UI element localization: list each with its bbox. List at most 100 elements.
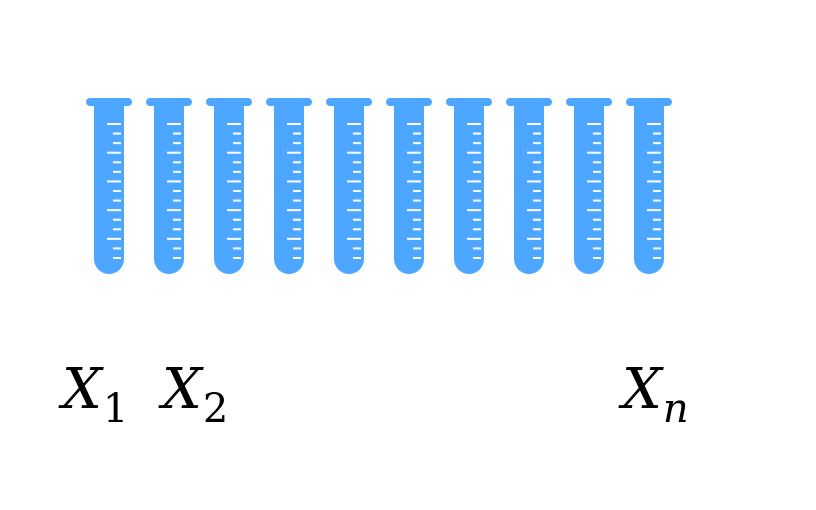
tube-tick [473, 161, 481, 164]
tube-tick [593, 257, 601, 259]
tube-tick [473, 247, 481, 250]
tube-tick [227, 237, 241, 240]
tube-body [454, 104, 484, 274]
test-tube-icon [146, 98, 192, 274]
variable-letter: X [62, 357, 102, 422]
tube-tick [287, 123, 301, 125]
tube-tick [167, 237, 181, 240]
tube-tick [413, 257, 421, 259]
tube-tick [647, 237, 661, 240]
tube-tick [473, 199, 481, 202]
tube-tick [233, 142, 241, 145]
tube-tick [113, 132, 121, 135]
tube-tick [113, 228, 121, 231]
tube-tick [407, 237, 421, 240]
tube-tick [407, 151, 421, 154]
tube-tick [167, 209, 181, 212]
tube-tick [473, 190, 481, 192]
test-tube-icon [206, 98, 252, 274]
test-tube-icon [86, 98, 132, 274]
test-tube-icon [386, 98, 432, 274]
tube-tick [347, 151, 361, 154]
tube-tick [293, 199, 301, 202]
tube-tick [653, 257, 661, 259]
tube-tick [107, 180, 121, 183]
tube-tick [533, 228, 541, 231]
tube-tick [653, 199, 661, 202]
tube-tick [407, 209, 421, 212]
tube-body [94, 104, 124, 274]
tube-tick [173, 161, 181, 164]
tube-tick [113, 190, 121, 192]
tube-body [634, 104, 664, 274]
tube-tick [413, 228, 421, 231]
tube-tick [173, 228, 181, 231]
tube-tick [167, 180, 181, 183]
tube-tick [173, 142, 181, 145]
tube-tick [593, 190, 601, 192]
tube-tick [653, 132, 661, 135]
variable-label-xn: Xn [622, 362, 689, 430]
tube-tick [113, 142, 121, 145]
tube-tick [227, 151, 241, 154]
tube-tick [593, 218, 601, 221]
tube-tick [113, 257, 121, 259]
tube-tick [473, 218, 481, 221]
tube-tick [533, 142, 541, 145]
tube-tick [293, 228, 301, 231]
tube-tick [113, 161, 121, 164]
tube-tick [293, 161, 301, 164]
tube-body [574, 104, 604, 274]
tube-tick [167, 123, 181, 125]
variable-label-x1: X1 [62, 362, 128, 430]
tube-tick [287, 237, 301, 240]
tube-tick [233, 170, 241, 173]
tube-tick [527, 209, 541, 212]
tube-tick [593, 247, 601, 250]
tube-tick [533, 257, 541, 259]
tube-tick [233, 228, 241, 231]
tube-tick [413, 132, 421, 135]
tube-tick [467, 180, 481, 183]
tube-tick [407, 180, 421, 183]
tube-tick [527, 123, 541, 125]
tube-tick [533, 170, 541, 173]
tube-tick [653, 218, 661, 221]
tube-tick [647, 209, 661, 212]
tube-tick [653, 228, 661, 231]
variable-subscript: 1 [102, 386, 129, 432]
tube-tick [353, 247, 361, 250]
tube-tick [113, 170, 121, 173]
tube-tick [287, 209, 301, 212]
tube-tick [113, 218, 121, 221]
tube-tick [227, 209, 241, 212]
tube-tick [533, 199, 541, 202]
tube-tick [293, 132, 301, 135]
tube-tick [473, 228, 481, 231]
tube-tick [533, 247, 541, 250]
tube-tick [347, 237, 361, 240]
tube-tick [293, 218, 301, 221]
tube-tick [353, 218, 361, 221]
tube-tick [173, 257, 181, 259]
tube-body [394, 104, 424, 274]
test-tube-icon [326, 98, 372, 274]
tube-tick [533, 218, 541, 221]
tube-tick [533, 161, 541, 164]
tube-tick [593, 228, 601, 231]
tube-tick [533, 190, 541, 192]
tube-tick [653, 142, 661, 145]
tube-tick [227, 180, 241, 183]
tube-tick [413, 218, 421, 221]
tube-tick [467, 237, 481, 240]
tube-body [214, 104, 244, 274]
tube-tick [473, 257, 481, 259]
tube-tick [353, 228, 361, 231]
tube-tick [593, 170, 601, 173]
tube-tick [173, 218, 181, 221]
tube-tick [653, 161, 661, 164]
tube-tick [407, 123, 421, 125]
tube-body [514, 104, 544, 274]
tube-tick [593, 199, 601, 202]
